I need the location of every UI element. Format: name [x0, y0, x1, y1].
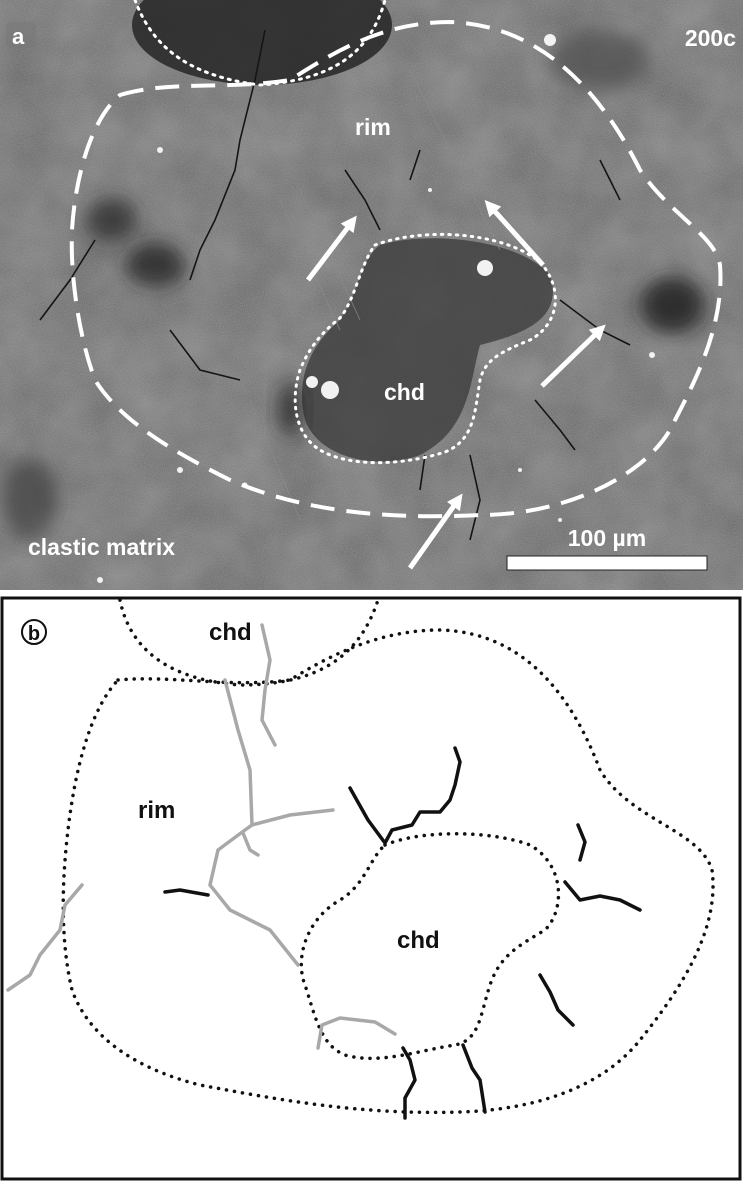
bright-specks: [97, 34, 655, 583]
panel-a: a 200c rim chd clastic matrix 100 µm: [0, 0, 743, 590]
arrows: [306, 200, 606, 570]
chd-center-label: chd: [397, 927, 440, 954]
arrow-icon: [407, 493, 463, 570]
panel-letter-a: a: [12, 24, 25, 49]
arrow-icon: [306, 215, 357, 282]
panel-b-frame: [0, 596, 742, 1181]
panel-letter-badge: [21, 619, 47, 645]
dark-patch: [2, 460, 58, 540]
chd-label: chd: [384, 379, 425, 405]
scale-bar-label: 100 µm: [568, 525, 646, 551]
dark-patch: [550, 30, 650, 90]
rim-label: rim: [138, 797, 175, 824]
clastic-matrix-label: clastic matrix: [28, 534, 175, 560]
dark-patch: [640, 277, 704, 333]
arrow-icon: [540, 324, 606, 388]
sample-label: 200c: [685, 25, 736, 51]
dark-patch: [278, 382, 302, 438]
scale-bar: [506, 555, 708, 571]
panel-letter-b: b: [28, 623, 40, 645]
arrow-icon: [484, 200, 545, 267]
sem-cracks: [39, 29, 631, 541]
rim-label: rim: [355, 114, 391, 140]
panel-letter-bg: [6, 22, 36, 48]
dark-patch: [125, 243, 185, 287]
top-chondrule-outline: [133, 0, 387, 87]
dark-patch: [86, 198, 138, 242]
chd-top-label: chd: [209, 619, 252, 646]
central-chondrule-dark: [301, 238, 553, 462]
top-chondrule-outline: [118, 598, 380, 687]
black-cracks: [163, 746, 642, 1120]
gray-cracks: [6, 623, 397, 1050]
chondrule-outline: [299, 832, 561, 1061]
rim-outline: [69, 19, 723, 519]
panel-b: b chd rim chd: [0, 596, 742, 1181]
